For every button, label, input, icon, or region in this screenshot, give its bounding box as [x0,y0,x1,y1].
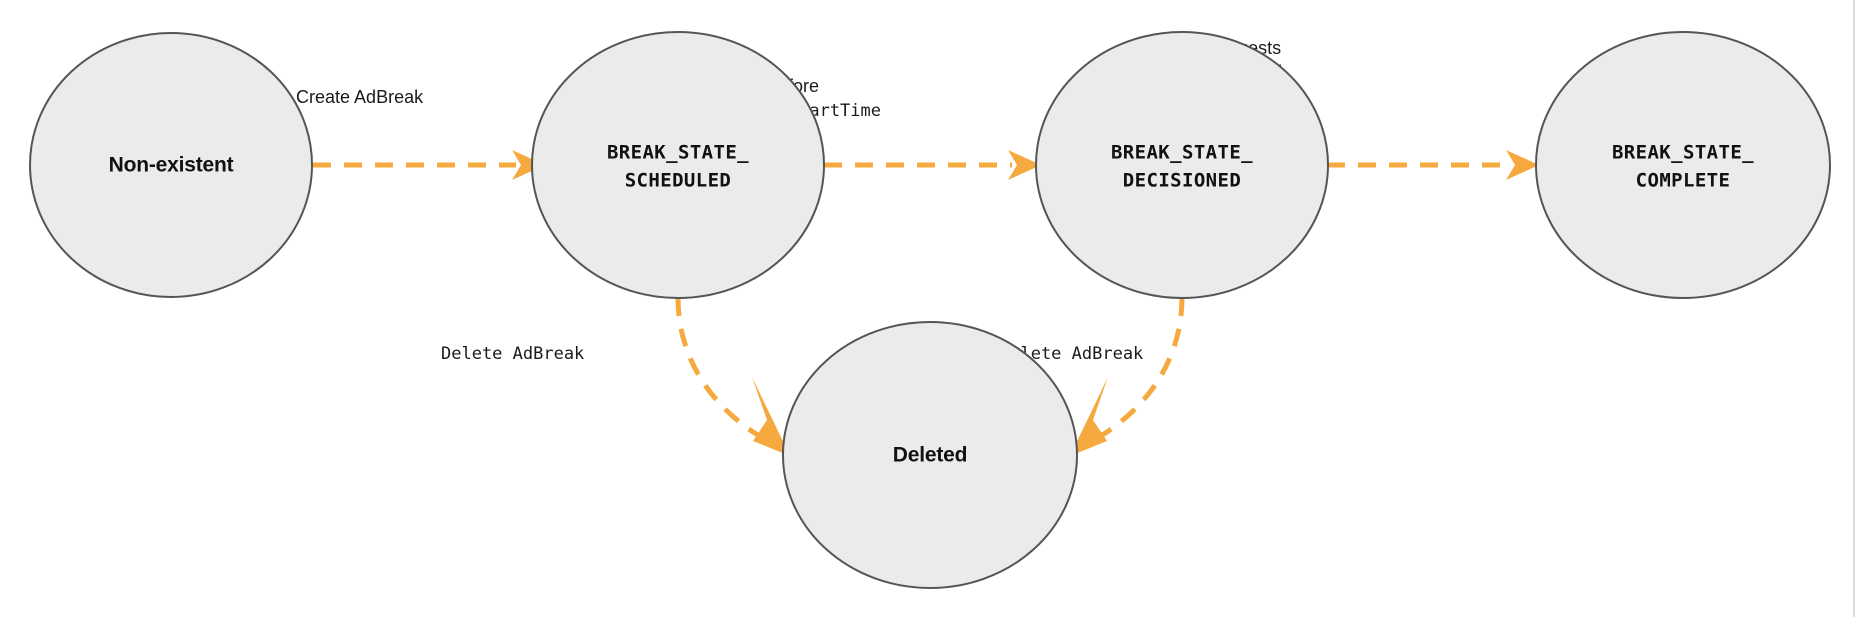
edge-delete-from-decisioned-line [1079,297,1185,450]
node-break-state-scheduled[interactable]: BREAK_STATE_ SCHEDULED [531,31,825,299]
node-non-existent-label: Non-existent [109,154,234,177]
node-break-state-decisioned-shape[interactable] [1035,31,1329,299]
node-break-state-decisioned-label-line-1: BREAK_STATE_ [1111,142,1253,164]
edge-delete-from-scheduled-label: Delete AdBreak [441,344,584,364]
node-break-state-complete-shape[interactable] [1535,31,1831,299]
node-deleted-shape[interactable] [782,321,1078,589]
node-break-state-scheduled-label-line-2: SCHEDULED [625,170,732,192]
node-break-state-scheduled-shape[interactable] [531,31,825,299]
page-right-divider [1853,0,1855,617]
edge-end-user-requests-arrowhead [1506,150,1539,180]
edge-delete-from-decisioned-arrowhead [1070,377,1108,456]
edge-delete-from-scheduled-arrowhead [752,377,790,456]
edge-create-adbreak: Create AdBreak [296,87,545,180]
edge-create-adbreak-arrowhead [512,150,545,180]
node-break-state-decisioned-label-line-2: DECISIONED [1123,170,1241,192]
edge-create-adbreak-label: Create AdBreak [296,87,424,107]
edge-delete-from-decisioned-label: Delete AdBreak [1000,344,1143,364]
edge-create-adbreak-label-part-1: Create [296,87,354,107]
edge-create-adbreak-label-part-2: AdBreak [354,87,424,107]
node-deleted-label: Deleted [893,444,967,467]
node-break-state-complete-label-line-2: COMPLETE [1636,170,1731,192]
edge-delete-from-scheduled-line [675,297,781,450]
node-break-state-complete[interactable]: BREAK_STATE_ COMPLETE [1535,31,1831,299]
edge-delete-adbreak-from-scheduled: Delete AdBreak [441,297,790,456]
node-break-state-scheduled-label-line-1: BREAK_STATE_ [607,142,749,164]
edge-delete-adbreak-from-decisioned: Delete AdBreak [1000,297,1185,456]
node-non-existent[interactable]: Non-existent [29,32,313,298]
node-non-existent-shape[interactable] [29,32,313,298]
edge-shortly-before-arrowhead [1008,150,1041,180]
node-break-state-complete-label-line-1: BREAK_STATE_ [1612,142,1754,164]
node-deleted[interactable]: Deleted [782,321,1078,589]
node-break-state-decisioned[interactable]: BREAK_STATE_ DECISIONED [1035,31,1329,299]
